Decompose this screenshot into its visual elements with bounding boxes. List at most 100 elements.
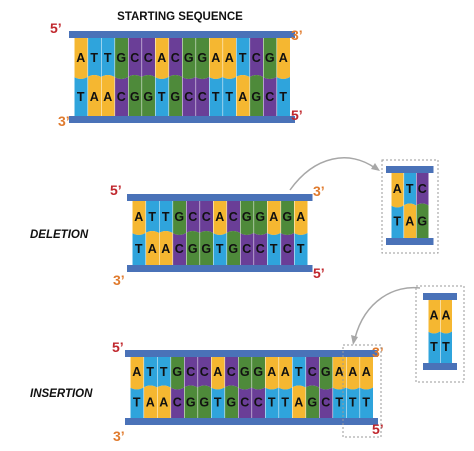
bottom-base-letter: T	[281, 395, 289, 409]
top-base-letter: G	[282, 210, 292, 224]
bottom-base-block	[263, 77, 277, 116]
top-base-letter: A	[215, 210, 224, 224]
top-base-letter: T	[295, 365, 303, 379]
bottom-base-block	[130, 387, 144, 418]
top-base-letter: G	[240, 365, 250, 379]
top-base-letter: A	[269, 210, 278, 224]
base-divider	[238, 357, 239, 418]
top-base-letter: G	[197, 51, 207, 65]
three-prime-label: 3’	[113, 272, 125, 288]
top-base-block	[249, 38, 263, 77]
base-divider	[170, 357, 172, 418]
bottom-base-block	[276, 77, 290, 116]
bottom-base-letter: T	[268, 395, 276, 409]
top-base-block	[199, 201, 213, 233]
base-divider	[263, 38, 264, 116]
bottom-base-block	[222, 77, 236, 116]
bottom-base-block	[440, 331, 452, 363]
deleted-fragment-box	[381, 159, 439, 254]
bottom-base-block	[74, 77, 88, 116]
bottom-base-block	[184, 385, 198, 418]
top-base-block	[209, 38, 223, 79]
insertion-arrowhead	[351, 335, 358, 345]
three-prime-label: 3’	[372, 344, 384, 360]
bottom-base-block	[240, 233, 254, 265]
top-base-block	[280, 201, 294, 235]
base-divider	[130, 357, 131, 418]
top-base-letter: C	[188, 210, 197, 224]
base-divider	[145, 201, 147, 265]
base-divider	[267, 201, 268, 265]
bottom-base-letter: C	[265, 90, 274, 104]
bottom-base-letter: G	[170, 90, 180, 104]
bottom-base-letter: G	[251, 90, 261, 104]
bottom-backbone	[127, 265, 313, 272]
base-divider	[319, 357, 320, 418]
top-base-letter: C	[144, 51, 153, 65]
bottom-base-block	[226, 231, 240, 265]
top-base-block	[319, 357, 333, 390]
base-divider	[403, 173, 405, 238]
top-base-block	[222, 38, 236, 79]
bottom-base-letter: C	[242, 242, 251, 256]
bottom-base-block	[428, 331, 440, 363]
five-prime-label: 5’	[112, 339, 124, 355]
bottom-base-letter: A	[161, 242, 170, 256]
three-prime-label: 3’	[313, 183, 325, 199]
base-divider	[251, 357, 253, 418]
bottom-base-letter: G	[226, 395, 236, 409]
top-base-letter: C	[418, 182, 427, 196]
base-divider	[428, 300, 429, 363]
top-base-letter: C	[227, 365, 236, 379]
bottom-base-block	[249, 75, 263, 116]
insertion-panel: ATTATAGCCGCGATCGGCGCATATTACGGCATATAT5’3’…	[112, 339, 384, 444]
bottom-base-block	[305, 385, 319, 418]
base-divider	[159, 201, 160, 265]
top-base-block	[238, 357, 252, 390]
bottom-base-letter: A	[294, 395, 303, 409]
base-divider	[416, 173, 417, 238]
bottom-base-block	[251, 387, 265, 418]
bottom-base-letter: T	[297, 242, 305, 256]
bottom-base-letter: A	[148, 242, 157, 256]
bottom-base-block	[195, 77, 209, 116]
bottom-base-block	[145, 231, 159, 265]
top-base-letter: A	[225, 51, 234, 65]
top-base-letter: A	[362, 365, 371, 379]
top-base-block	[236, 38, 250, 77]
top-base-block	[114, 38, 128, 79]
base-divider	[87, 38, 89, 116]
top-backbone	[127, 194, 313, 201]
top-base-letter: T	[239, 51, 247, 65]
bottom-base-letter: C	[321, 395, 330, 409]
top-base-block	[440, 300, 452, 334]
top-base-block	[240, 201, 254, 235]
deletion-label: DELETION	[30, 229, 89, 241]
top-base-letter: C	[202, 210, 211, 224]
top-base-letter: T	[90, 51, 98, 65]
top-base-letter: G	[321, 365, 331, 379]
base-divider	[265, 357, 266, 418]
bottom-base-letter: G	[201, 242, 211, 256]
five-prime-label: 5’	[50, 20, 62, 36]
bottom-base-block	[197, 385, 211, 418]
deletion-arrow	[289, 157, 376, 191]
bottom-base-letter: T	[279, 90, 287, 104]
bottom-base-letter: C	[283, 242, 292, 256]
top-base-letter: C	[252, 51, 261, 65]
bottom-base-block	[267, 233, 281, 265]
bottom-backbone	[386, 238, 434, 245]
insertion-label: INSERTION	[30, 388, 93, 400]
top-base-letter: C	[130, 51, 139, 65]
bottom-base-letter: T	[212, 90, 220, 104]
three-prime-label: 3’	[291, 27, 303, 43]
top-base-letter: A	[429, 309, 438, 323]
top-base-letter: A	[213, 365, 222, 379]
top-base-letter: A	[134, 210, 143, 224]
top-base-block	[132, 201, 146, 235]
bottom-base-block	[141, 75, 155, 116]
top-backbone	[423, 293, 457, 300]
top-base-block	[213, 201, 227, 235]
top-base-letter: A	[267, 365, 276, 379]
